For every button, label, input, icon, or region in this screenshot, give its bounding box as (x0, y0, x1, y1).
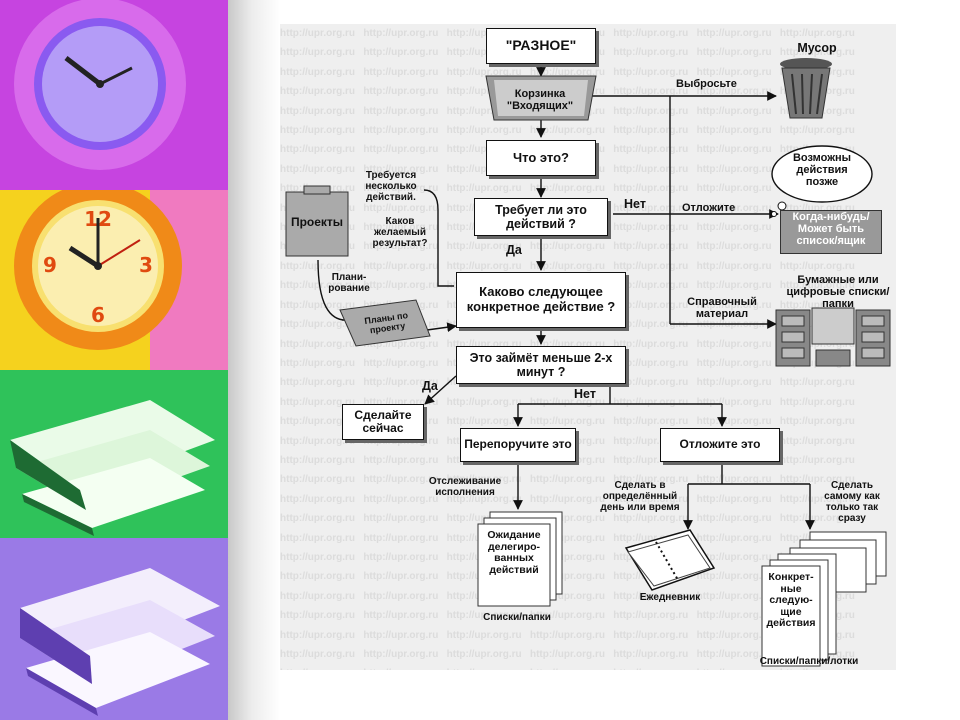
what-is-it-box: Что это? (486, 140, 596, 176)
waiting-docs-stack-icon (477, 511, 563, 607)
waiting-label: Ожидание делегиро-ванных действий (487, 529, 541, 576)
projects-folder-icon (285, 185, 349, 257)
someday-label: Когда-нибудь/ Может быть список/ящик (780, 210, 882, 254)
multi-actions-label: Требуется несколько действий. (365, 170, 417, 203)
asap-label: Сделать самому как только так сразу (824, 480, 880, 524)
planning-label: Плани-рование (328, 272, 370, 294)
no-label-2: Нет (574, 387, 596, 401)
tracking-label: Отслеживание исполнения (428, 476, 502, 498)
gtd-flowchart: http://upr.org.ru http://upr.org.ru http… (280, 24, 896, 670)
clock-photo-purple (0, 0, 228, 190)
specific-day-label: Сделать в определённый день или время (600, 480, 680, 513)
defer-box: Отложите это (660, 428, 780, 462)
lists-trays-label: Списки/папки/лотки (759, 656, 859, 667)
maybe-later-label: Возможны действия позже (792, 152, 852, 189)
delegate-box: Перепоручите это (460, 428, 576, 462)
projects-label: Проекты (290, 215, 344, 229)
yes-label-2: Да (422, 379, 438, 393)
plans-folder-icon (339, 299, 431, 347)
trash-title: Мусор (797, 41, 837, 55)
clock-photo-orange: 12 3 6 9 (0, 190, 228, 370)
thought-cloud-icon (771, 145, 873, 217)
next-action-box: Каково следующее конкретное действие ? (456, 272, 626, 328)
side-shadow (228, 0, 280, 720)
flow-arrows (285, 58, 891, 667)
inbox-tray-icon (485, 75, 597, 121)
stuff-box: "РАЗНОЕ" (486, 28, 596, 64)
discard-label: Выбросьте (676, 78, 737, 90)
inbox-label: Корзинка "Входящих" (506, 88, 574, 113)
books-photo-green (0, 370, 228, 538)
svg-text:6: 6 (91, 303, 105, 327)
svg-text:9: 9 (43, 253, 57, 277)
paper-lists-label: Бумажные или цифровые списки/папки (786, 274, 890, 311)
desired-result-label: Каков желаемый результат? (372, 216, 428, 249)
next-actions-stack-icon (761, 531, 887, 667)
filing-cabinet-icon (775, 307, 891, 367)
do-now-box: Сделайте сейчас (342, 404, 424, 440)
yes-label-1: Да (506, 243, 522, 257)
trash-can-icon (780, 58, 832, 119)
reference-label: Справочный материал (687, 296, 757, 321)
books-photo-violet (0, 538, 228, 720)
no-label-1: Нет (624, 197, 646, 211)
svg-text:3: 3 (139, 253, 153, 277)
two-minutes-box: Это займёт меньше 2-х минут ? (456, 346, 626, 384)
decorative-side-panel: 12 3 6 9 (0, 0, 280, 720)
planner-book-icon (624, 529, 716, 591)
postpone-label: Отложите (682, 202, 736, 214)
lists-folders-label: Списки/папки (483, 612, 551, 623)
planner-label: Ежедневник (639, 592, 701, 603)
action-needed-box: Требует ли это действий ? (474, 198, 608, 236)
next-actions-label: Конкрет-ные следую-щие действия (766, 571, 816, 630)
